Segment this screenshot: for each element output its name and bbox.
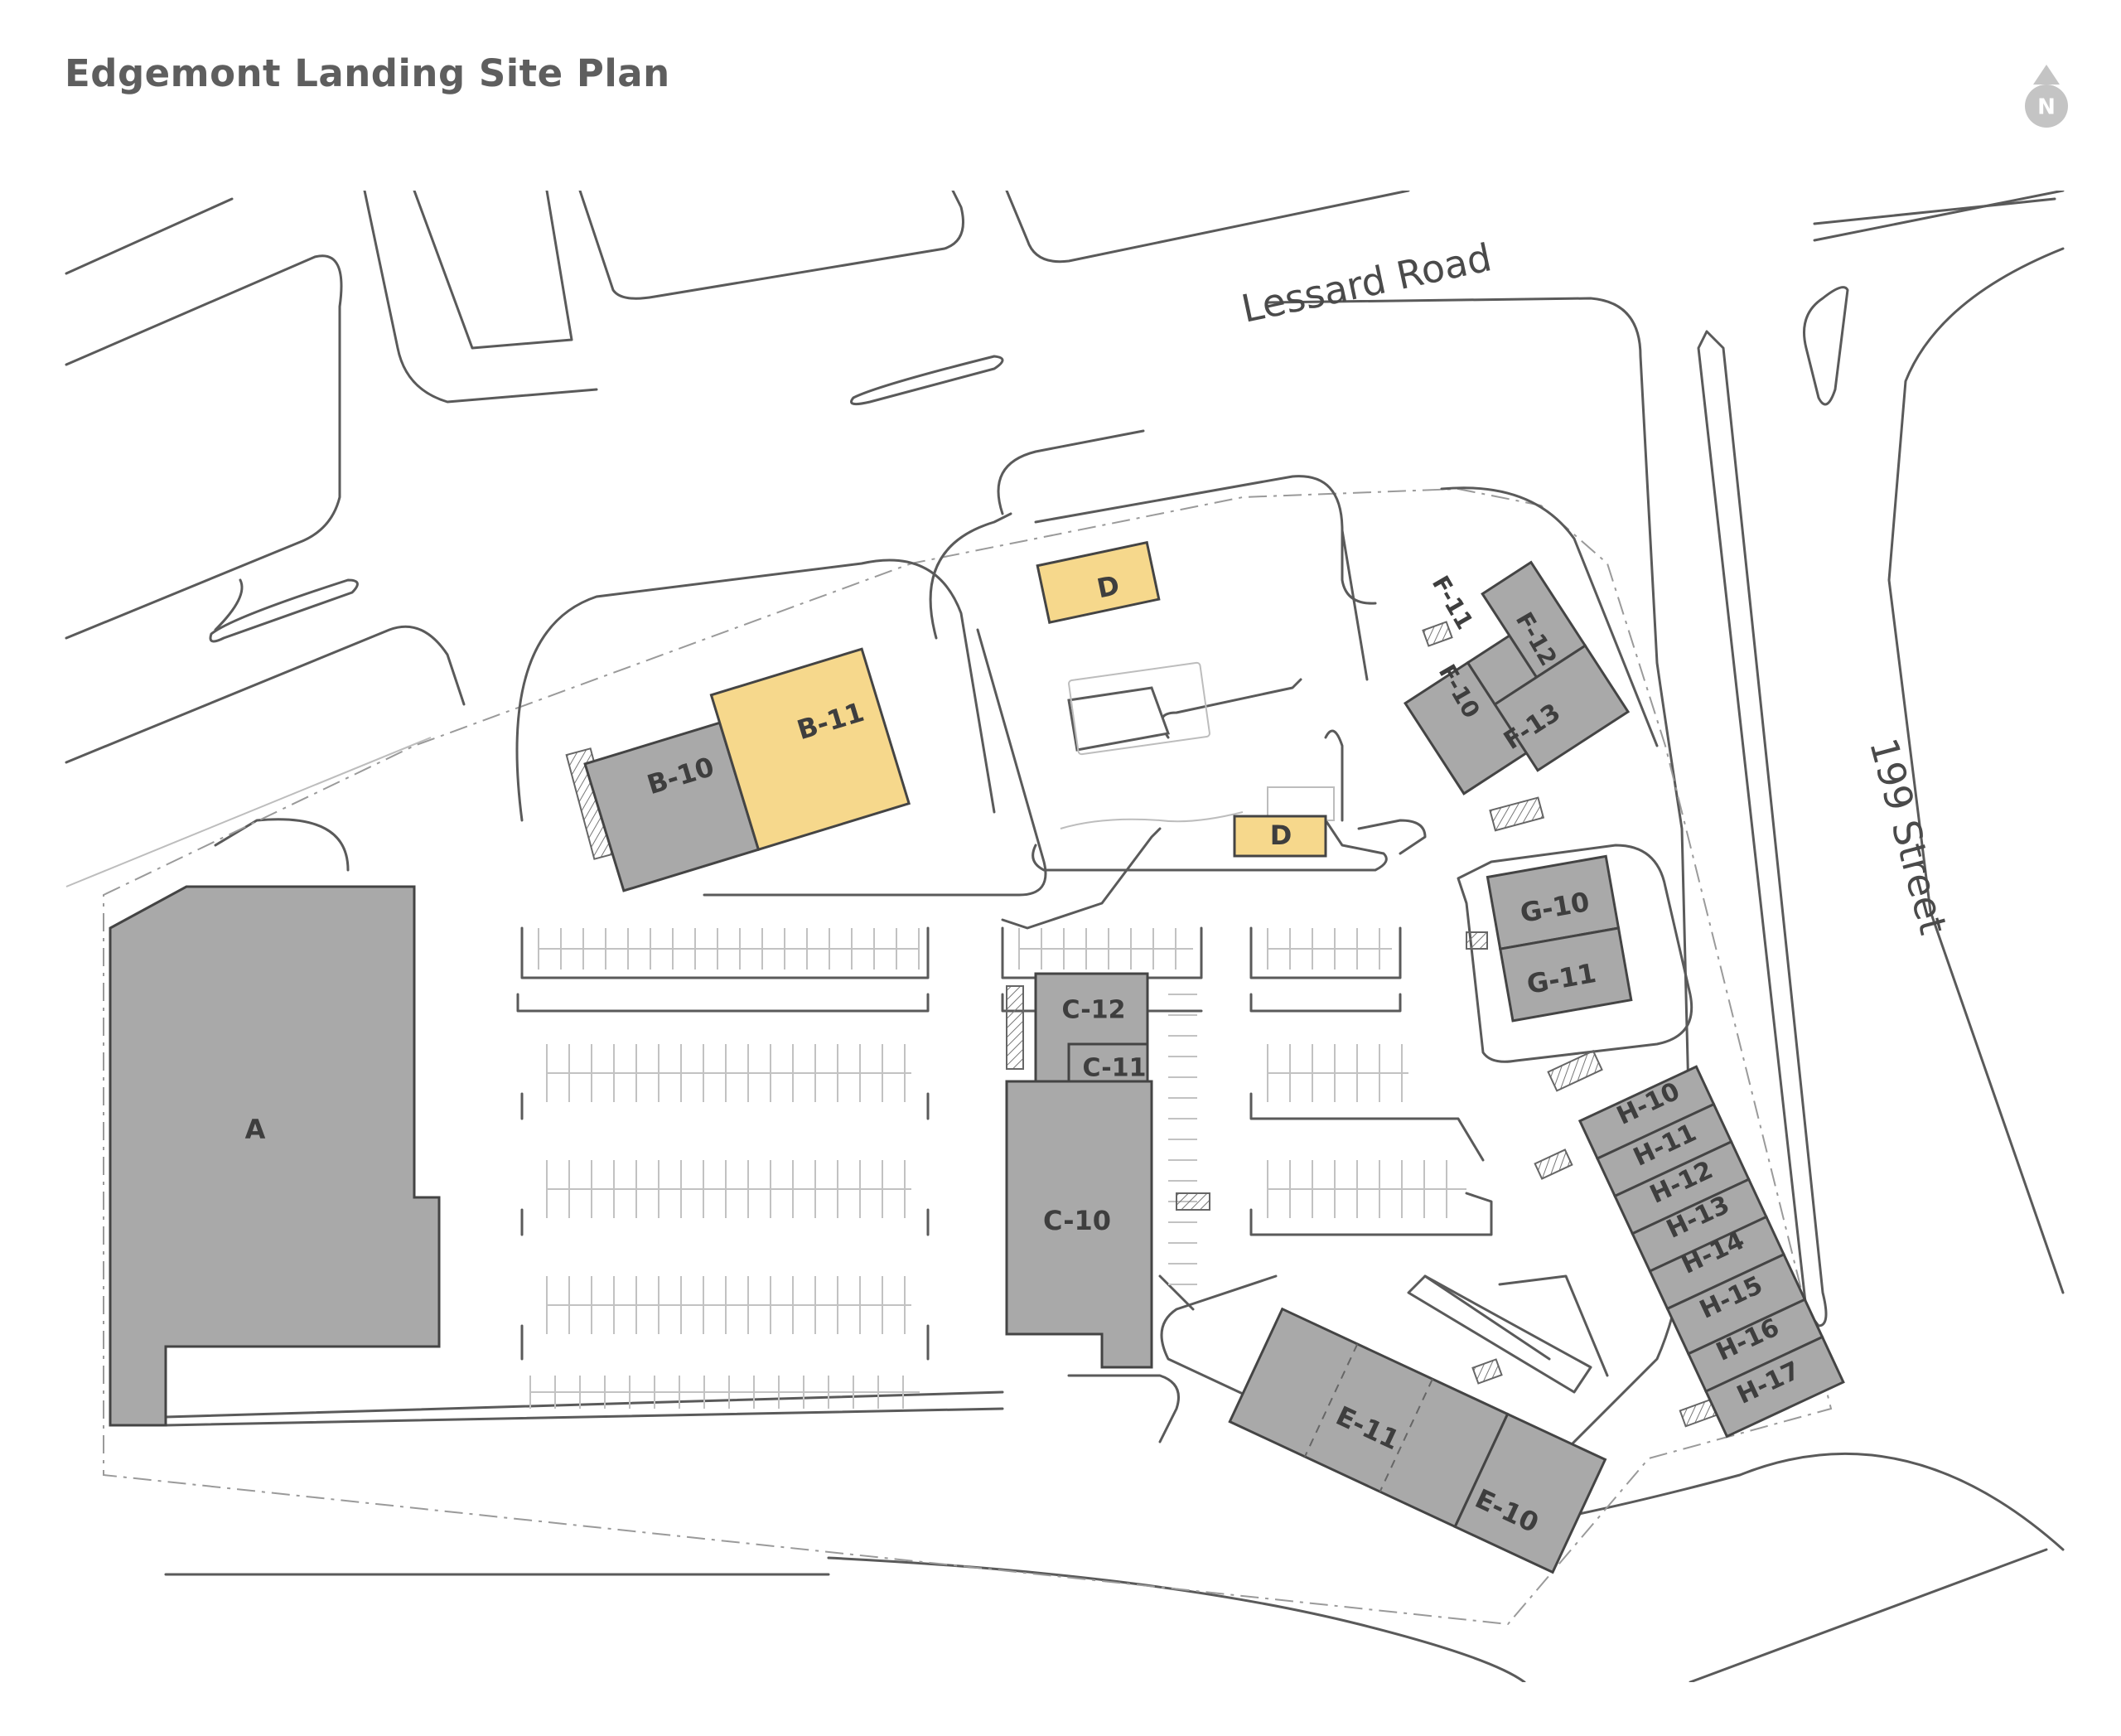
building-C-10 bbox=[1005, 1080, 1153, 1369]
drive-thru-lane bbox=[1060, 811, 1244, 829]
unit-label-C-11: C-11 bbox=[1083, 1054, 1147, 1083]
unit-label-F-11: F-11 bbox=[1427, 571, 1479, 634]
street-label-lessard-road: Lessard Road bbox=[1238, 235, 1495, 331]
building-B-11 bbox=[709, 647, 911, 852]
property-boundary bbox=[103, 487, 1833, 1626]
building-G-11 bbox=[1498, 926, 1633, 1023]
unit-label-A: A bbox=[245, 1114, 266, 1145]
building-C-11 bbox=[1067, 1042, 1149, 1087]
building-H-17 bbox=[1704, 1335, 1845, 1439]
building-D bbox=[1233, 815, 1327, 858]
patio-area bbox=[1068, 661, 1210, 756]
parking-stalls bbox=[529, 928, 1466, 1409]
unit-label-C-10: C-10 bbox=[1043, 1205, 1111, 1236]
buildings bbox=[109, 540, 1845, 1574]
unit-label-C-12: C-12 bbox=[1062, 996, 1126, 1025]
north-arrow-icon: N bbox=[2025, 65, 2068, 128]
building-E-10 bbox=[1453, 1412, 1607, 1574]
unit-label-D: D bbox=[1270, 820, 1292, 851]
street-label-199-street: 199 Street bbox=[1861, 733, 1956, 939]
building-F-13 bbox=[1493, 644, 1631, 772]
street-lines bbox=[65, 191, 2065, 1682]
building-D bbox=[1036, 540, 1161, 624]
page-title: Edgemont Landing Site Plan bbox=[65, 51, 670, 95]
building-A bbox=[109, 885, 441, 1427]
compass-label: N bbox=[2037, 95, 2056, 120]
